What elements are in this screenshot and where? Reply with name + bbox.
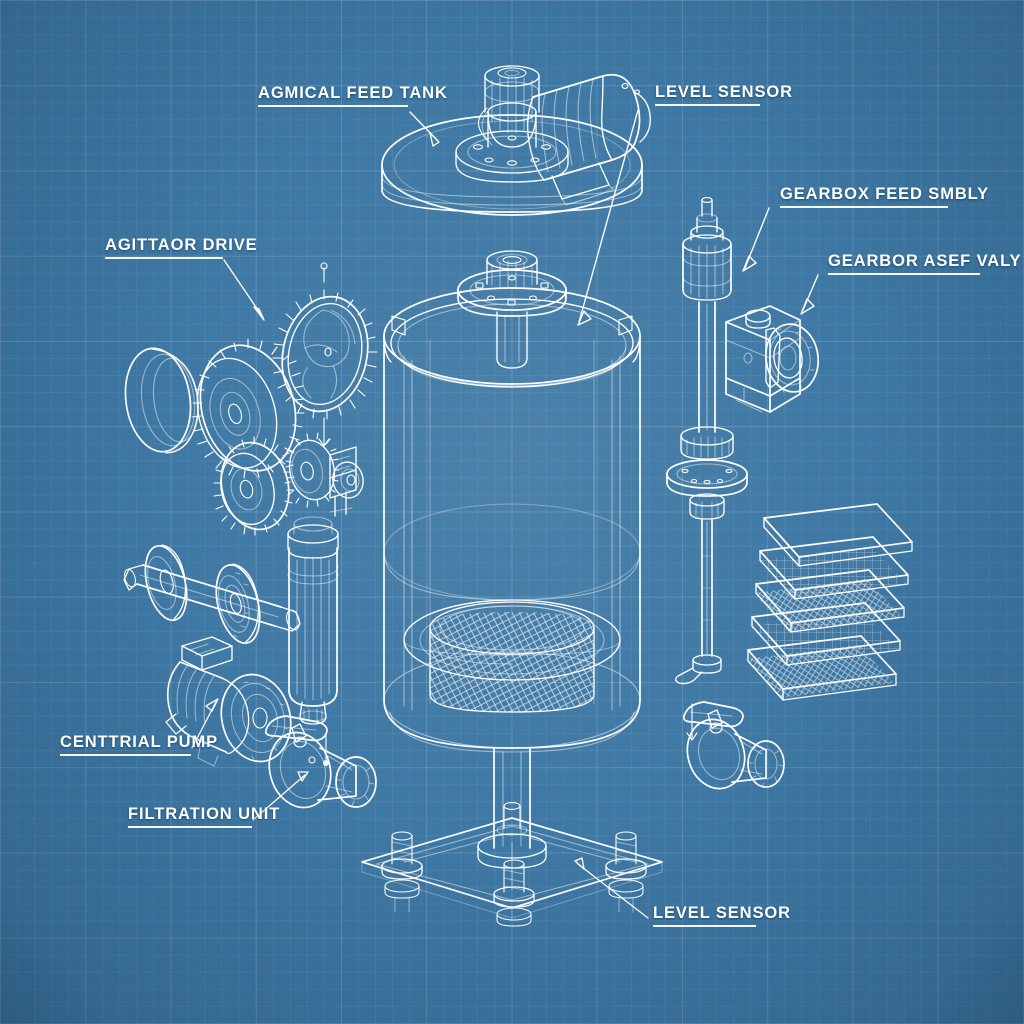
label-level-sensor-bottom: LEVEL SENSOR bbox=[653, 904, 791, 931]
gear-cluster bbox=[124, 289, 378, 536]
label-agitator-drive: AGITTAOR DRIVE bbox=[105, 236, 258, 263]
leader-lines bbox=[191, 109, 819, 919]
mesh-basket bbox=[429, 601, 595, 713]
label-gearbox-feed-smbly: GEARBOX FEED SMBLY bbox=[780, 185, 989, 212]
lid-drive-motor bbox=[455, 65, 651, 206]
label-text: LEVEL SENSOR bbox=[655, 83, 793, 101]
label-text: LEVEL SENSOR bbox=[653, 904, 791, 922]
label-text: CENTTRIAL PUMP bbox=[60, 733, 219, 751]
coupling-yoke bbox=[329, 446, 364, 517]
gearbox-housing bbox=[725, 305, 820, 413]
label-level-sensor-top: LEVEL SENSOR bbox=[655, 83, 793, 110]
label-text: AGITTAOR DRIVE bbox=[105, 236, 258, 254]
label-chemical-feed-tank: AGMICAL FEED TANK bbox=[258, 84, 448, 111]
label-text: FILTRATION UNIT bbox=[128, 805, 281, 823]
ball-valve-left bbox=[264, 715, 377, 809]
label-text: AGMICAL FEED TANK bbox=[258, 84, 448, 102]
drive-shaft bbox=[123, 544, 301, 644]
filter-cartridge bbox=[287, 516, 339, 766]
label-text: GEARBOX FEED SMBLY bbox=[780, 185, 990, 203]
label-filtration-unit: FILTRATION UNIT bbox=[128, 805, 280, 832]
vessel-hub bbox=[457, 250, 567, 369]
label-text: GEARBOR ASEF VALY bbox=[828, 252, 1022, 270]
anchor-bolts bbox=[381, 802, 647, 927]
label-centrifugal-pump: CENTTRIAL PUMP bbox=[60, 733, 218, 760]
filter-plates bbox=[746, 503, 913, 701]
pump-motor bbox=[165, 636, 292, 767]
ball-valve-right bbox=[682, 701, 785, 790]
label-gearbox-base-valve: GEARBOR ASEF VALY bbox=[828, 252, 1021, 279]
sensor-probe bbox=[666, 197, 748, 741]
